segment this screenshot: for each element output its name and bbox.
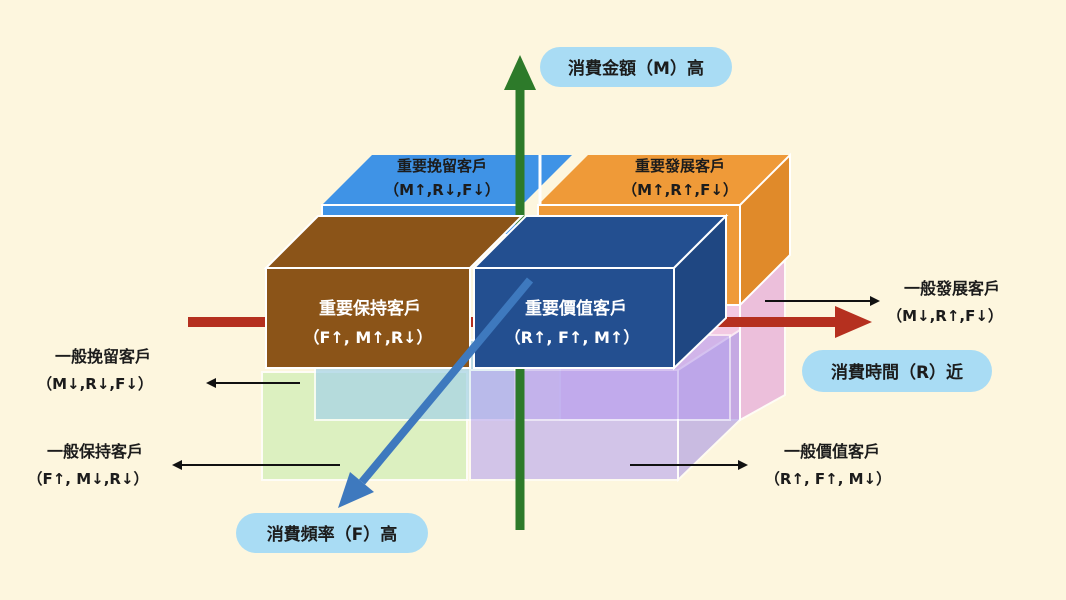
keep-box-title: 重要保持客戶 (319, 298, 421, 319)
general-develop-sub: （M↓,R↑,F↓） (887, 307, 1003, 325)
m-axis-label-pill: 消費金額（M）高 (540, 47, 732, 87)
develop-box-side (739, 152, 791, 308)
value-box-title: 重要價值客戶 (525, 298, 627, 319)
keep-box-sub: （F↑, M↑,R↓） (303, 328, 432, 347)
value-box-front (473, 267, 675, 369)
f-axis-arrowhead (338, 472, 374, 508)
general-value-sub: （R↑, F↑, M↓） (765, 470, 891, 488)
general-retain-sub: （M↓,R↓,F↓） (37, 375, 153, 393)
r-axis-label: 消費時間（R）近 (831, 362, 963, 383)
pointer-arrowhead-retain (206, 378, 216, 388)
general-retain-title: 一般挽留客戶 (55, 347, 151, 366)
front-boxes (263, 213, 729, 371)
retain-box-title: 重要挽留客戶 (397, 157, 487, 175)
retain-box-sub: （M↑,R↓,F↓） (384, 181, 500, 199)
develop-box-top (538, 155, 790, 205)
f-axis-label-pill: 消費頻率（F）高 (236, 513, 428, 553)
pointer-arrows (172, 296, 880, 470)
f-axis (338, 277, 534, 508)
r-axis-label-pill: 消費時間（R）近 (802, 350, 992, 392)
pointer-arrowhead-value (738, 460, 748, 470)
general-keep-title: 一般保持客戶 (47, 442, 143, 461)
m-axis-label: 消費金額（M）高 (568, 58, 704, 79)
f-axis-label: 消費頻率（F）高 (267, 524, 398, 545)
pointer-arrowhead-develop (870, 296, 880, 306)
general-keep-sub: （F↑, M↓,R↓） (27, 470, 148, 488)
m-axis-arrowhead (504, 55, 536, 90)
general-value-title: 一般價值客戶 (784, 442, 880, 461)
develop-box-title: 重要發展客戶 (635, 157, 725, 175)
value-box-side (673, 213, 727, 371)
retain-box-top (322, 155, 572, 205)
r-axis-arrowhead (835, 306, 872, 338)
general-boxes (261, 260, 786, 483)
keep-box-front (265, 267, 471, 369)
general-develop-title: 一般發展客戶 (904, 279, 1000, 298)
value-box-sub: （R↑, F↑, M↑） (505, 328, 640, 347)
develop-box-sub: （M↑,R↑,F↓） (622, 181, 738, 199)
pointer-arrowhead-keep (172, 460, 182, 470)
